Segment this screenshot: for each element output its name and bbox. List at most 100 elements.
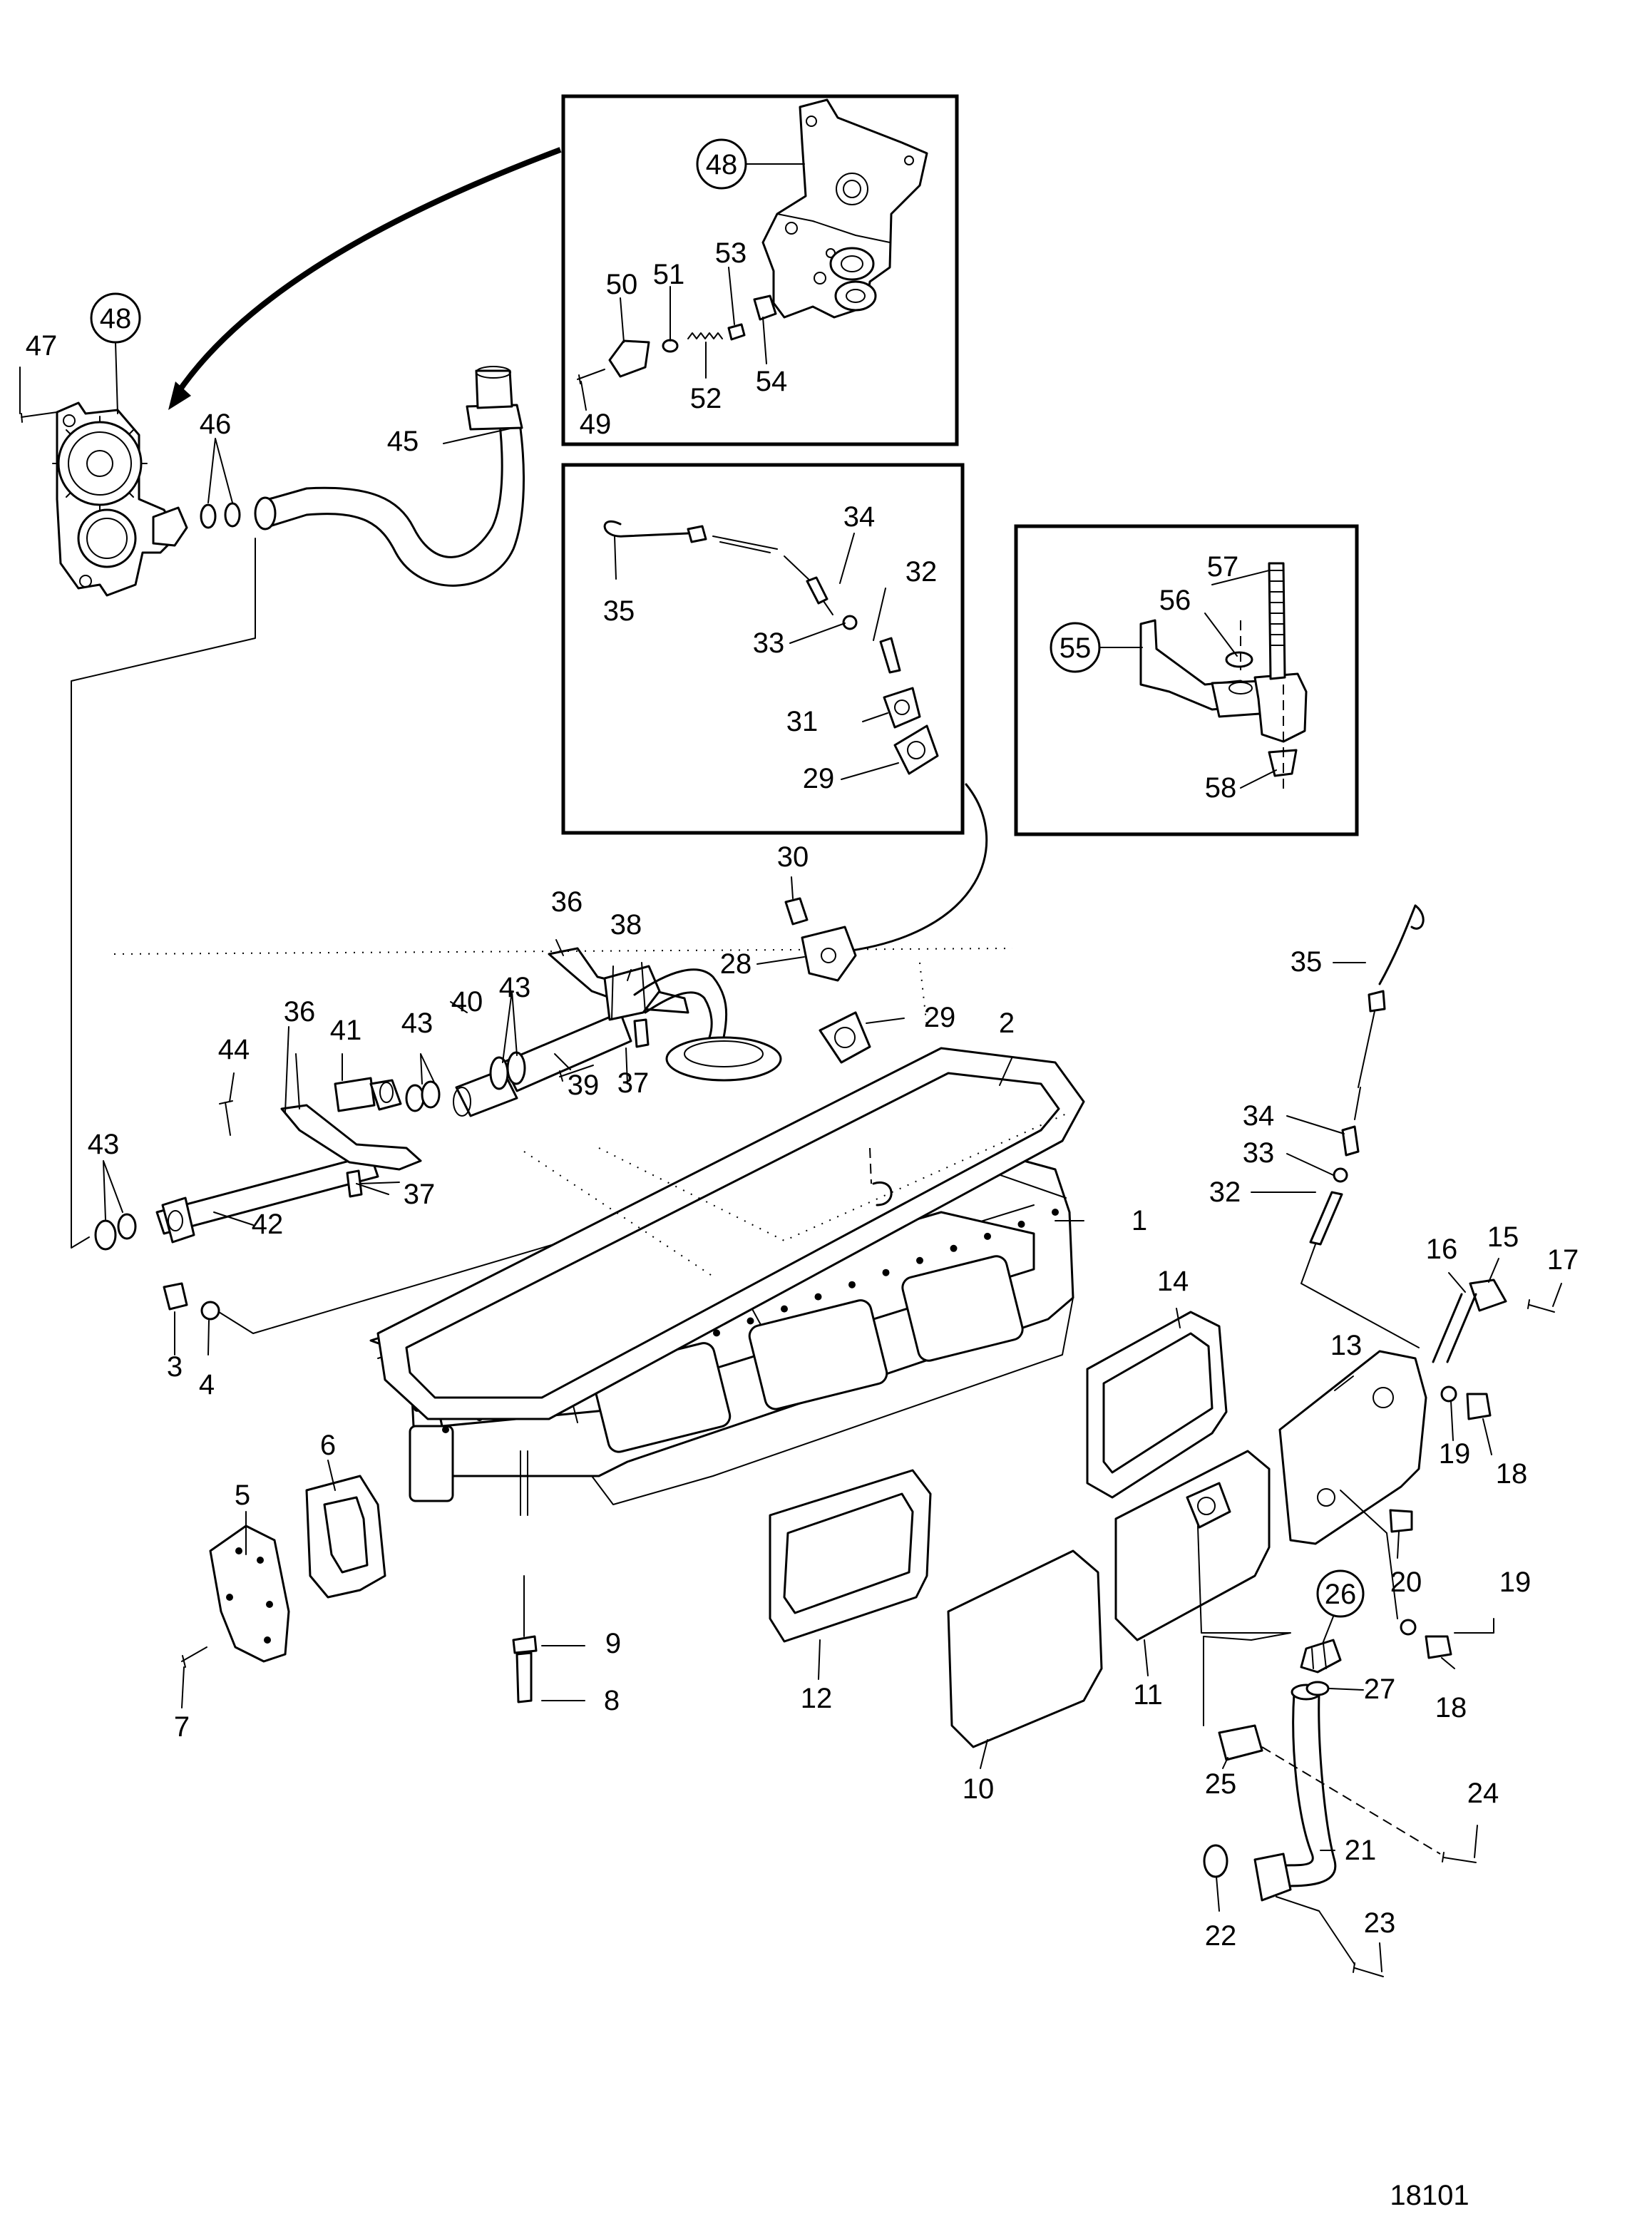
flange-bolt-hole — [1052, 1209, 1059, 1216]
label-31: 31 — [786, 706, 819, 737]
label-8: 8 — [604, 1685, 620, 1716]
pan-centerline — [598, 1112, 1070, 1242]
leader-filler — [1197, 1525, 1291, 1726]
label-12: 12 — [801, 1683, 833, 1714]
label-21: 21 — [1345, 1835, 1377, 1866]
label-36-right: 36 — [551, 886, 583, 918]
clamp-38 — [603, 962, 661, 1021]
washer-4 — [200, 1301, 220, 1321]
washer-9 — [512, 1635, 538, 1654]
suction-tube-40 — [453, 1011, 632, 1117]
o-ring-43a — [94, 1219, 117, 1251]
bracket-25 — [1218, 1724, 1263, 1761]
label-45: 45 — [387, 426, 419, 457]
drain-plug-3 — [163, 1282, 188, 1311]
strainer-pickup — [633, 968, 782, 1082]
bracket-axis — [1240, 620, 1284, 791]
label-29-inset: 29 — [803, 763, 835, 794]
bolt-37-right — [633, 1018, 650, 1048]
label-16: 16 — [1426, 1234, 1458, 1265]
o-ring-43e — [489, 1056, 509, 1090]
plug-20 — [1389, 1509, 1413, 1533]
tube-32-right — [1300, 1191, 1420, 1348]
flange-bolt-hole — [747, 1317, 754, 1325]
pump-body-detail — [761, 98, 928, 319]
pickup-tube-42 — [155, 1154, 379, 1244]
label-58: 58 — [1205, 772, 1237, 804]
label-47: 47 — [26, 330, 58, 362]
o-ring-43b — [117, 1213, 137, 1240]
label-34: 34 — [1243, 1100, 1275, 1132]
label-15: 15 — [1487, 1221, 1519, 1253]
label-35: 35 — [1291, 946, 1323, 978]
gasket-12 — [769, 1469, 932, 1643]
label-52: 52 — [690, 383, 722, 414]
label-25: 25 — [1205, 1768, 1237, 1800]
label-10: 10 — [963, 1773, 995, 1805]
part-labels: 1 2 3 4 5 6 7 8 9 10 11 12 13 14 15 16 1… — [26, 237, 1579, 1952]
bolt-24 — [1442, 1852, 1477, 1863]
flange-bolt-hole — [781, 1305, 788, 1313]
label-24: 24 — [1467, 1778, 1499, 1809]
guide-34-right — [1341, 1125, 1360, 1157]
label-14: 14 — [1157, 1266, 1189, 1297]
flange-bolt-hole — [848, 1281, 856, 1288]
label-37-right: 37 — [617, 1067, 650, 1099]
label-33-inset: 33 — [753, 627, 785, 659]
bolt-30 — [784, 897, 809, 926]
label-20: 20 — [1390, 1567, 1422, 1598]
flange-bolt-hole — [814, 1293, 822, 1301]
label-32-inset: 32 — [905, 556, 938, 588]
o-ring-43c — [405, 1084, 425, 1112]
inset-box-oil-pump-detail — [561, 94, 959, 446]
sump-gasket-2 — [376, 1047, 1085, 1420]
flange-bolt-hole — [984, 1232, 991, 1240]
arrowhead-pump — [168, 381, 191, 410]
flange-28 — [801, 926, 857, 982]
label-30: 30 — [777, 841, 809, 873]
inset-box-dipstick-detail — [561, 463, 965, 835]
label-43-right: 43 — [499, 972, 531, 1003]
label-11: 11 — [1133, 1679, 1163, 1711]
label-23: 23 — [1364, 1907, 1396, 1939]
flange-31 — [883, 687, 921, 729]
label-51: 51 — [653, 259, 685, 290]
label-3: 3 — [167, 1351, 183, 1383]
cover-10 — [947, 1549, 1103, 1748]
flange-bolt-hole — [1017, 1220, 1025, 1228]
washer-51 — [662, 339, 679, 353]
bolt-47 — [21, 411, 58, 423]
label-54: 54 — [756, 366, 788, 397]
o-ring-46b — [224, 502, 241, 528]
bolt-39 — [559, 1065, 594, 1082]
leader-filler-3 — [1276, 1896, 1355, 1965]
washer-56 — [1225, 651, 1253, 668]
arrow-pump-detail — [175, 147, 562, 394]
label-28: 28 — [720, 948, 752, 980]
bracket-36-left — [280, 1104, 422, 1171]
label-19-top: 19 — [1439, 1438, 1471, 1470]
label-1: 1 — [1132, 1205, 1147, 1236]
label-18-top: 18 — [1496, 1458, 1528, 1490]
union-41 — [334, 1077, 402, 1112]
tube-ring-sump — [872, 1181, 893, 1206]
label-53: 53 — [715, 237, 747, 269]
label-4: 4 — [199, 1369, 215, 1400]
callout-label-55: 55 — [1060, 632, 1092, 664]
flange-bolt-hole — [882, 1269, 890, 1276]
label-43-mid: 43 — [401, 1008, 433, 1039]
dipstick-guide-34 — [806, 576, 833, 615]
flange-bolt-hole — [442, 1426, 449, 1433]
label-22: 22 — [1205, 1920, 1237, 1952]
valve-piston-53 — [727, 323, 746, 341]
leader-plug-19 — [1340, 1490, 1398, 1619]
leader-lines — [19, 267, 1562, 1972]
construction-line-2 — [523, 1151, 714, 1277]
inset-box-bracket-detail — [1014, 524, 1359, 836]
suction-pipe-45 — [254, 366, 525, 587]
label-18-bottom: 18 — [1435, 1692, 1467, 1723]
label-38: 38 — [610, 909, 642, 941]
label-40: 40 — [451, 986, 483, 1018]
